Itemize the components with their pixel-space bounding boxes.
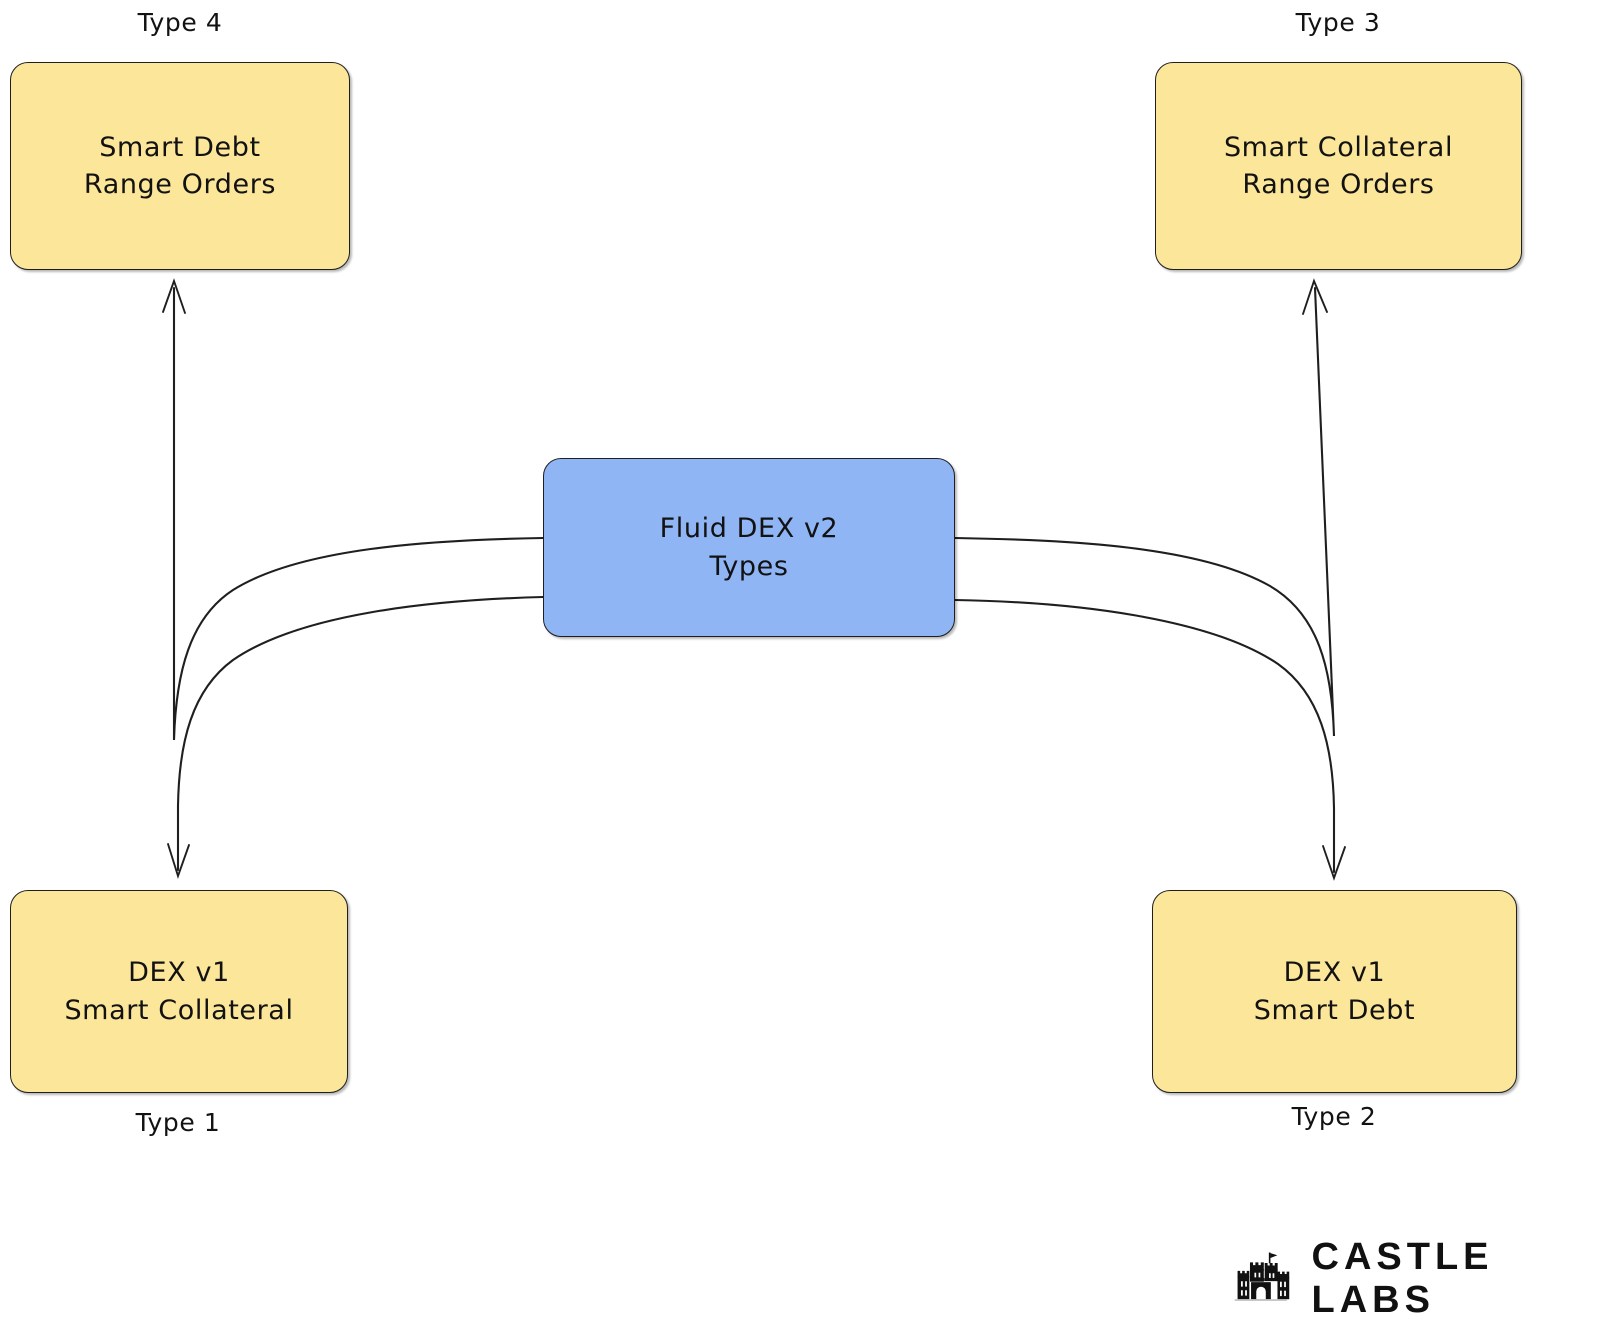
- edge-center-to-type1: [176, 595, 545, 872]
- node-center-label: Fluid DEX v2 Types: [659, 513, 839, 582]
- brand-logo: CASTLE LABS: [1232, 1236, 1600, 1322]
- node-smart-debt-range-orders[interactable]: Smart Debt Range Orders: [10, 62, 350, 270]
- edge-center-to-type2-arrowhead: [1322, 845, 1346, 881]
- node-dex-v1-smart-debt[interactable]: DEX v1 Smart Debt: [1152, 890, 1517, 1093]
- caption-type-2: Type 2: [1291, 1102, 1377, 1131]
- edge-center-to-type2: [953, 598, 1336, 874]
- node-type2-label: DEX v1 Smart Debt: [1253, 957, 1416, 1026]
- caption-type-3: Type 3: [1295, 8, 1381, 37]
- node-type4-label: Smart Debt Range Orders: [83, 131, 277, 200]
- edge-center-to-type4-arrowhead: [162, 278, 186, 314]
- edge-center-to-type4: [172, 286, 545, 741]
- node-fluid-dex-v2-types[interactable]: Fluid DEX v2 Types: [543, 458, 955, 637]
- caption-type-1: Type 1: [135, 1108, 221, 1137]
- brand-wordmark: CASTLE LABS: [1311, 1236, 1494, 1321]
- node-smart-collateral-range-orders[interactable]: Smart Collateral Range Orders: [1155, 62, 1522, 270]
- castle-icon: [1234, 1252, 1290, 1301]
- edge-center-to-type1-arrowhead: [167, 843, 190, 880]
- node-dex-v1-smart-collateral[interactable]: DEX v1 Smart Collateral: [10, 890, 348, 1093]
- node-type3-label: Smart Collateral Range Orders: [1223, 131, 1454, 200]
- caption-type-4: Type 4: [137, 8, 223, 37]
- node-type1-label: DEX v1 Smart Collateral: [64, 957, 294, 1026]
- edge-center-to-type3: [953, 286, 1336, 737]
- edge-center-to-type3-arrowhead: [1302, 278, 1328, 315]
